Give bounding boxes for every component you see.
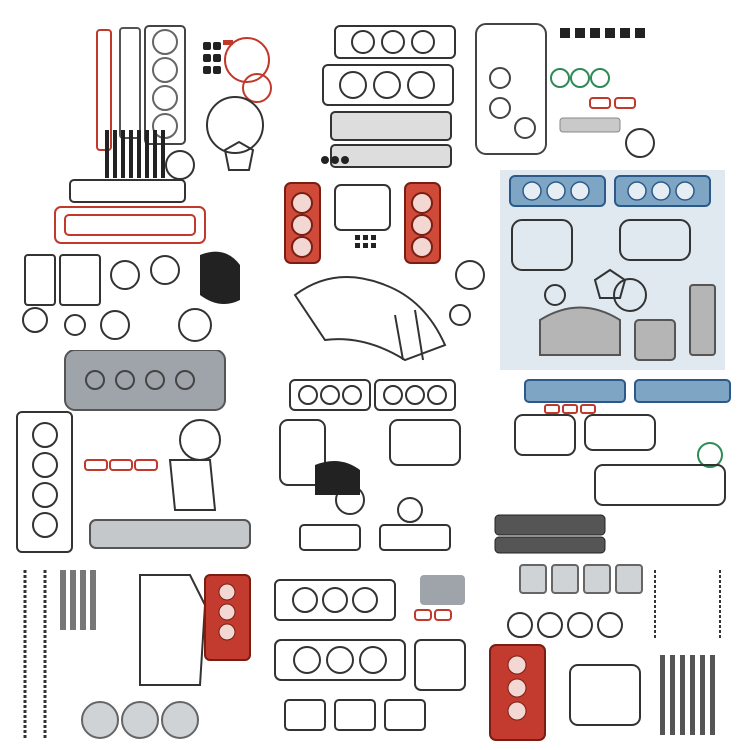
kit-valve-cover-gasket-set [470,18,670,168]
kit-timing-chain-rebuild [10,560,260,745]
kit-v6-head-and-manifold-set [265,570,480,745]
kit-red-head-gasket-full-set [255,175,495,370]
kit-inline4-cover-and-seals [5,350,260,555]
kit-inline4-head-gasket-set [85,20,285,185]
kit-v8-intake-gasket-set [5,175,250,345]
kit-blue-mls-gasket-set [500,170,725,370]
kit-blue-v8-full-set [485,375,740,555]
kit-v6-head-gasket-set [305,20,465,170]
kit-pistons-and-valves-rebuild [480,555,745,745]
kit-v6-full-overhaul-set [270,375,480,555]
